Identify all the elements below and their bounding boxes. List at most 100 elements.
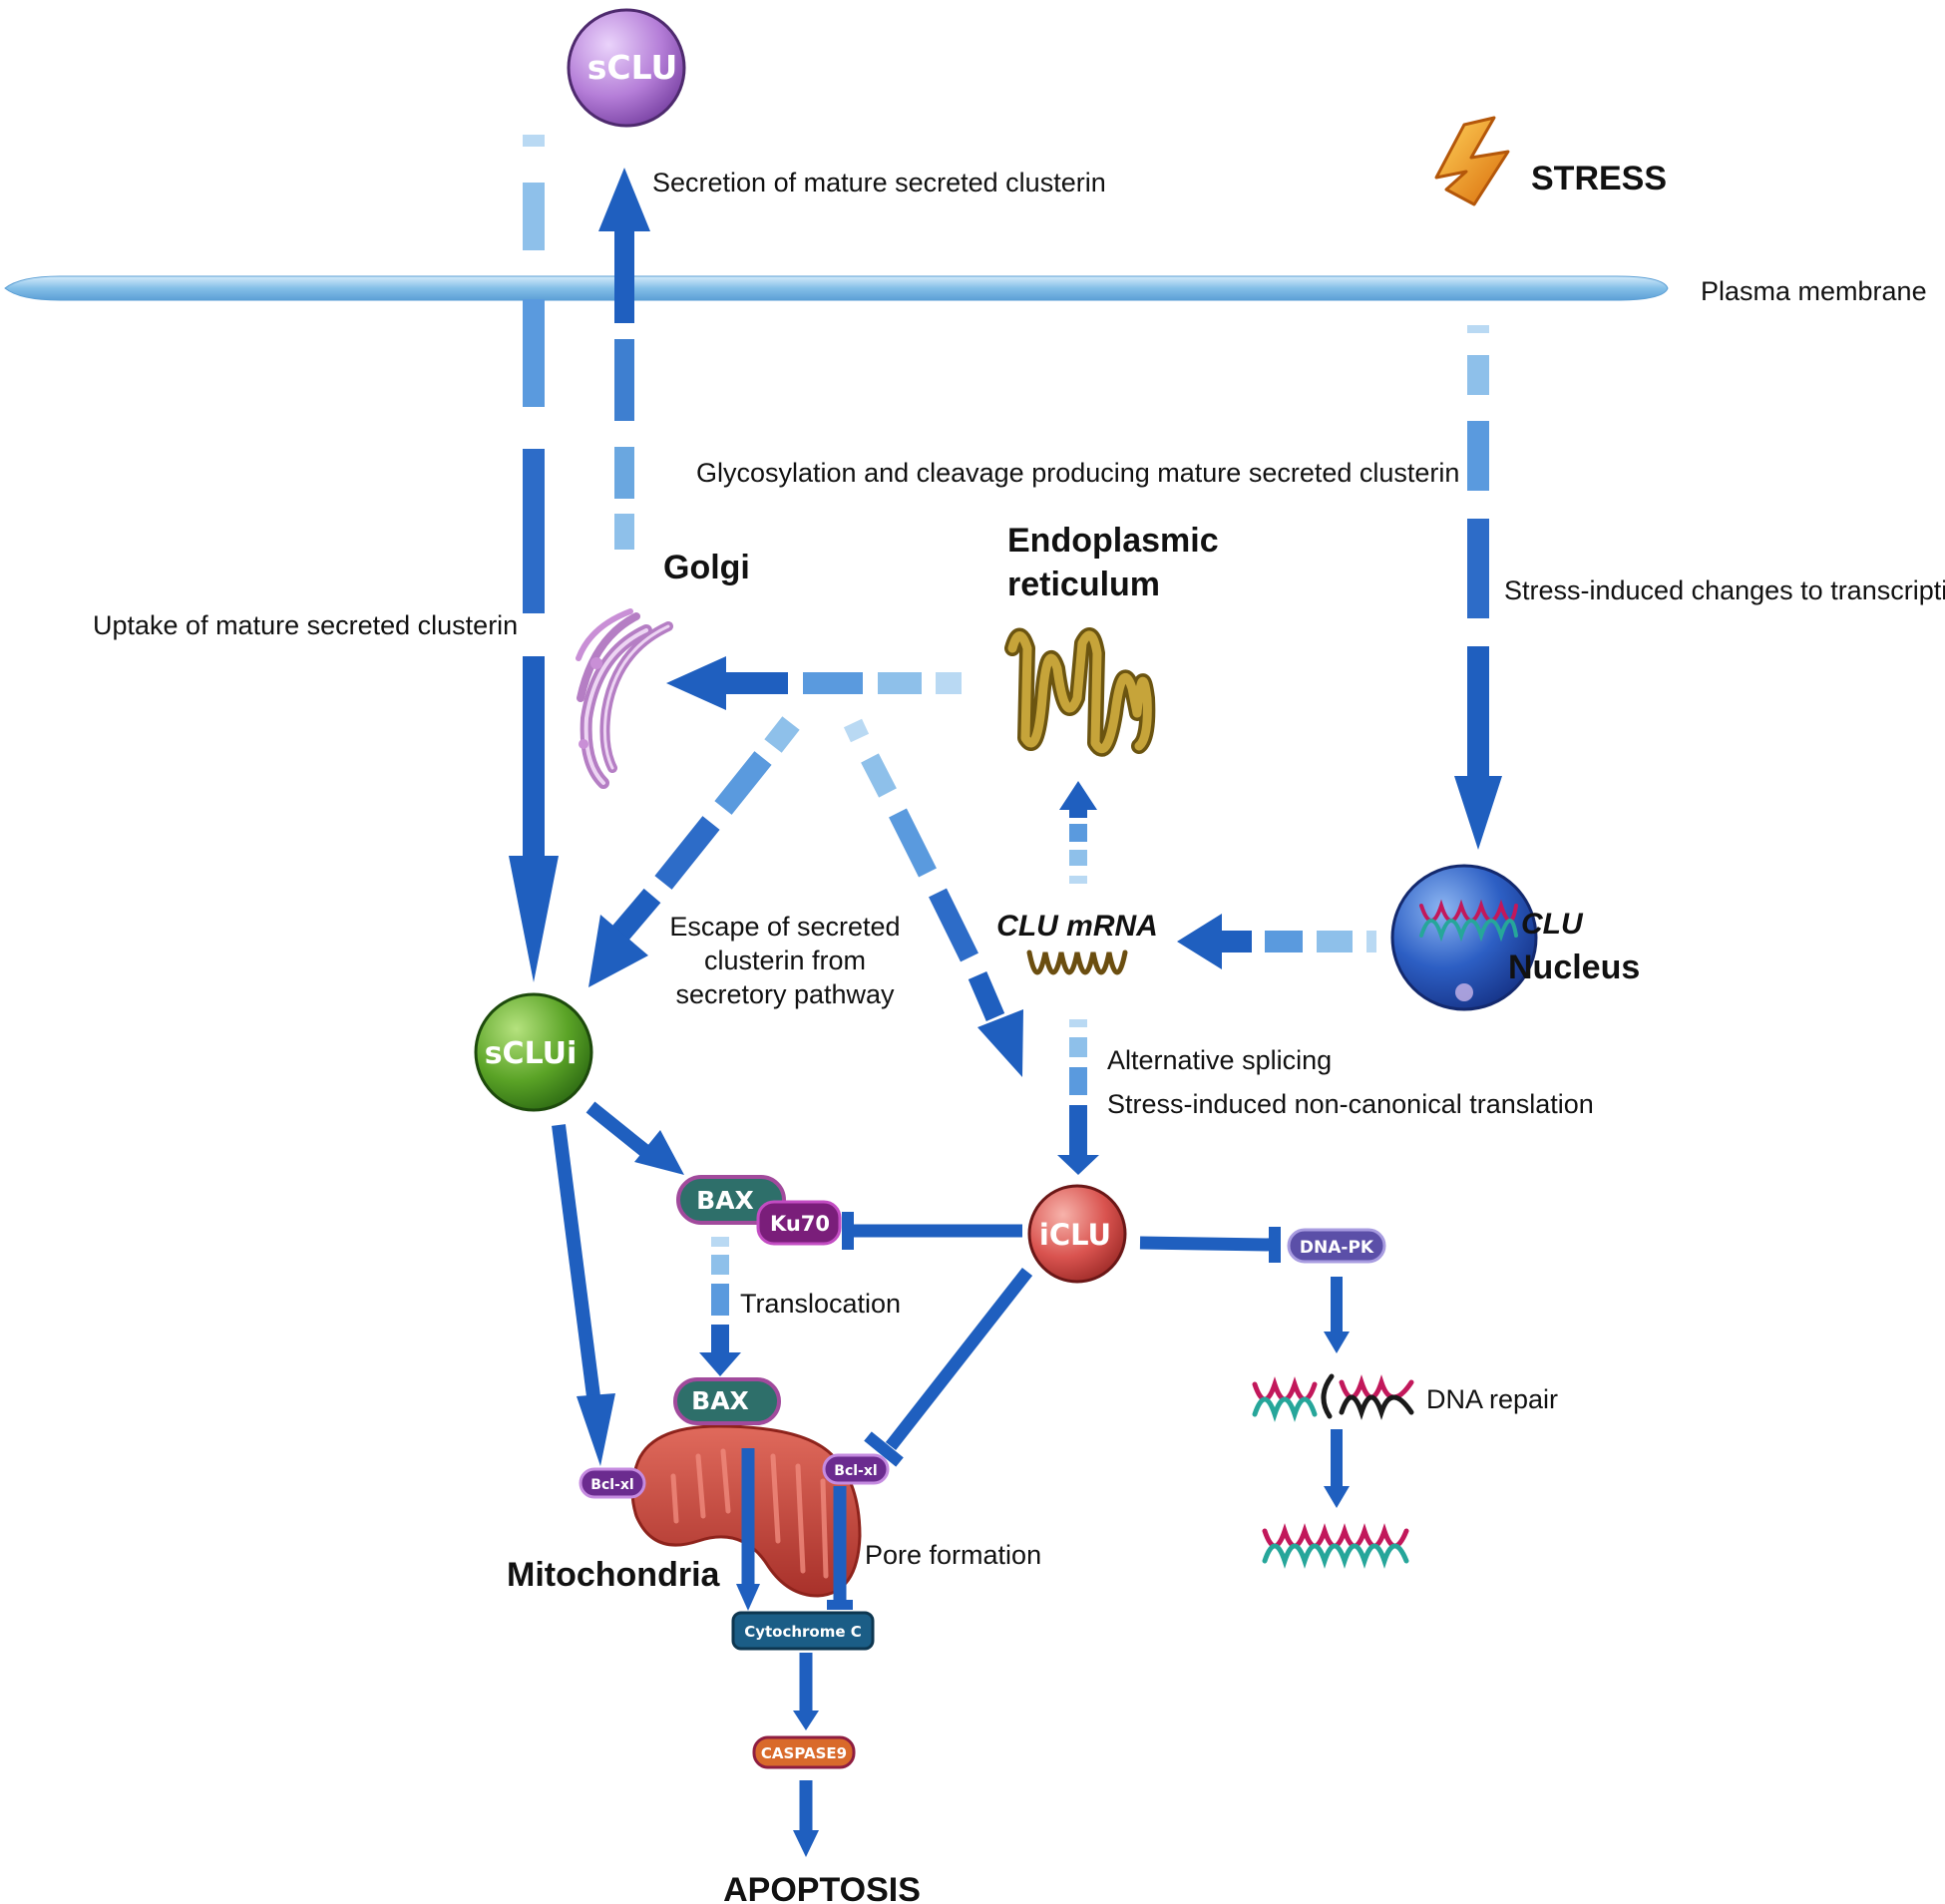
caspase9-label: CASPASE9 bbox=[761, 1744, 847, 1762]
noncanonical-label: Stress-induced non-canonical translation bbox=[1107, 1089, 1594, 1119]
mrna-er-dash bbox=[1069, 824, 1087, 842]
transcription-arrowhead bbox=[1454, 776, 1502, 850]
mitochondria-cristae bbox=[670, 1448, 829, 1579]
bax-bottom-node[interactable] bbox=[673, 1377, 781, 1425]
bclxl-left-label: Bcl-xl bbox=[590, 1477, 633, 1493]
er-golgi-dash bbox=[726, 672, 788, 694]
sclui-bclxl-arrow bbox=[552, 1124, 600, 1397]
translocation-arrowhead bbox=[699, 1352, 741, 1376]
mrna-iclu-dash bbox=[1069, 1105, 1087, 1155]
secretion-dash bbox=[614, 339, 634, 421]
golgi-label: Golgi bbox=[663, 549, 750, 586]
ku70-label: Ku70 bbox=[770, 1212, 830, 1236]
escape-label-line1: Escape of secreted bbox=[669, 912, 900, 942]
translocation-label: Translocation bbox=[740, 1289, 901, 1319]
er-organelle-highlight bbox=[1007, 630, 1152, 754]
er-golgi-dash bbox=[803, 672, 863, 694]
bax-top-label: BAX bbox=[696, 1186, 754, 1215]
mrna-wave-icon bbox=[1026, 950, 1128, 975]
iclu-node[interactable] bbox=[1027, 1184, 1127, 1284]
secretion-dash bbox=[614, 514, 634, 550]
secretion-dash bbox=[614, 231, 634, 323]
cytochrome-label: Cytochrome C bbox=[744, 1623, 862, 1641]
dna-helix-icon bbox=[1419, 899, 1518, 943]
plasma-membrane bbox=[4, 275, 1669, 301]
dna-repair-label: DNA repair bbox=[1426, 1384, 1558, 1414]
translocation-dash bbox=[711, 1325, 729, 1352]
uptake-label: Uptake of mature secreted clusterin bbox=[93, 610, 518, 640]
bclxl-cytochrome-inhibition-bar bbox=[827, 1600, 853, 1610]
transcription-dash bbox=[1467, 519, 1489, 618]
escape-label-line3: secretory pathway bbox=[675, 979, 895, 1009]
bax-bottom-label: BAX bbox=[691, 1386, 749, 1415]
er-golgi-arrowhead bbox=[666, 656, 726, 710]
sclui-bax-arrow bbox=[585, 1101, 651, 1158]
nucleus-node[interactable] bbox=[1390, 864, 1538, 1011]
uptake-dash bbox=[523, 183, 545, 250]
sclui-label: sCLUi bbox=[485, 1036, 578, 1071]
mitochondria-label: Mitochondria bbox=[507, 1556, 721, 1594]
caspase-apoptosis-arrowhead bbox=[793, 1830, 819, 1857]
uptake-dash bbox=[523, 135, 545, 147]
sclui-bclxl-arrowhead bbox=[577, 1393, 615, 1466]
sclui-node[interactable] bbox=[474, 992, 593, 1112]
glycosylation-label: Glycosylation and cleavage producing mat… bbox=[696, 458, 1459, 488]
dnapk-label: DNA-PK bbox=[1300, 1238, 1374, 1258]
iclu-label: iCLU bbox=[1039, 1218, 1111, 1252]
bax-cytochrome-arrowhead bbox=[736, 1584, 760, 1611]
mrna-er-arrowhead bbox=[1059, 781, 1097, 810]
stress-bolt-icon bbox=[1434, 116, 1510, 206]
cytochrome-caspase-arrowhead bbox=[793, 1711, 819, 1730]
nucleus-label: Nucleus bbox=[1508, 949, 1640, 986]
transcription-dash bbox=[1467, 421, 1489, 491]
transcription-dash bbox=[1467, 355, 1489, 395]
repair-dna-arrowhead bbox=[1324, 1486, 1350, 1508]
ku70-node[interactable] bbox=[756, 1200, 842, 1246]
er-label-line2: reticulum bbox=[1007, 566, 1160, 603]
repaired-dna-icon bbox=[1262, 1523, 1409, 1569]
uptake-arrowhead bbox=[509, 856, 559, 982]
uptake-dash bbox=[523, 299, 545, 407]
uptake-dash bbox=[523, 656, 545, 856]
nucleus-mrna-arrowhead bbox=[1177, 914, 1222, 969]
er-golgi-dash bbox=[878, 672, 922, 694]
translocation-dash bbox=[711, 1255, 729, 1275]
dnapk-node[interactable] bbox=[1287, 1228, 1386, 1264]
mrna-iclu-dash bbox=[1069, 1019, 1087, 1027]
plasma-membrane-label: Plasma membrane bbox=[1701, 276, 1927, 306]
nucleus-mrna-dash bbox=[1265, 931, 1303, 952]
transcription-dash bbox=[1467, 325, 1489, 333]
clu-mrna-label: CLU mRNA bbox=[996, 910, 1158, 943]
bax-top-node[interactable] bbox=[676, 1175, 786, 1225]
nucleus-mrna-dash bbox=[1317, 931, 1353, 952]
mrna-iclu-dash bbox=[1069, 1067, 1087, 1095]
iclu-bclxl-inhibition-bar bbox=[864, 1431, 904, 1467]
er-label-line1: Endoplasmic bbox=[1007, 522, 1219, 560]
secretion-arrowhead bbox=[598, 168, 650, 231]
translocation-dash bbox=[711, 1237, 729, 1247]
nucleus-mrna-dash bbox=[1366, 931, 1376, 952]
stress-label: STRESS bbox=[1531, 160, 1667, 197]
cytochrome-node[interactable] bbox=[731, 1611, 875, 1651]
pore-formation-label: Pore formation bbox=[865, 1540, 1041, 1570]
mrna-iclu-dash bbox=[1069, 1037, 1087, 1057]
bclxl-left-node[interactable] bbox=[579, 1467, 646, 1499]
stress-transcription-label: Stress-induced changes to transcription bbox=[1504, 575, 1945, 605]
sclu-node[interactable] bbox=[567, 8, 686, 128]
mrna-iclu-arrowhead bbox=[1057, 1155, 1099, 1175]
translocation-dash bbox=[711, 1284, 729, 1316]
nucleus-mrna-dash bbox=[1222, 931, 1252, 952]
caspase9-node[interactable] bbox=[752, 1735, 856, 1769]
iclu-dnapk-inhibition-bar bbox=[1269, 1227, 1281, 1263]
escape-arrow bbox=[609, 716, 800, 944]
alt-splicing-label: Alternative splicing bbox=[1107, 1045, 1332, 1075]
secretion-label: Secretion of mature secreted clusterin bbox=[652, 168, 1106, 197]
iclu-ku70-inhibition-bar bbox=[842, 1212, 854, 1250]
bclxl-right-node[interactable] bbox=[822, 1453, 890, 1485]
nucleolus-icon bbox=[1455, 983, 1473, 1001]
mrna-er-dash bbox=[1069, 876, 1087, 884]
bclxl-right-label: Bcl-xl bbox=[834, 1463, 877, 1479]
transcription-dash bbox=[1467, 646, 1489, 776]
secretion-dash bbox=[614, 447, 634, 499]
